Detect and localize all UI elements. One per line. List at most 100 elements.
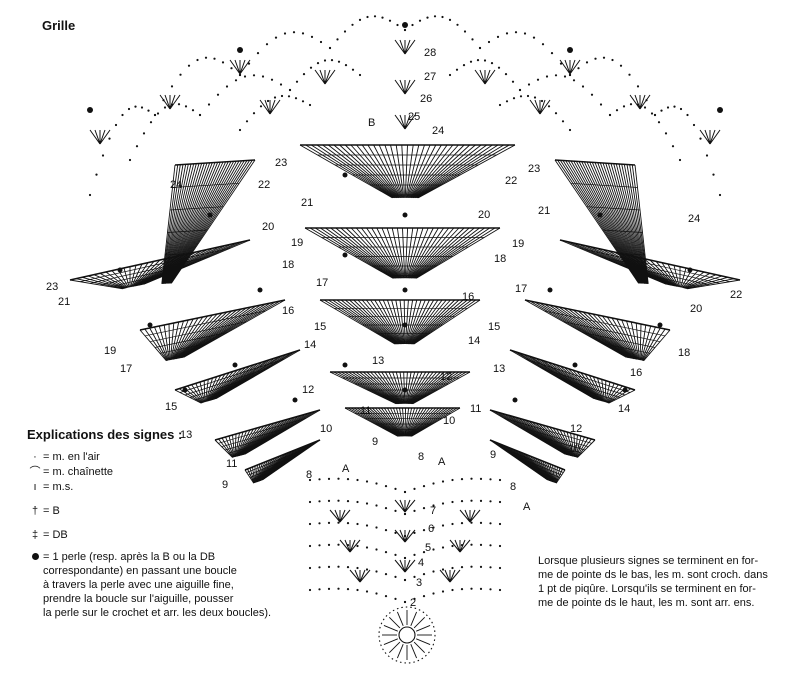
chain-stitch bbox=[259, 105, 263, 108]
treble-stitch bbox=[163, 163, 192, 284]
treble-stitch bbox=[489, 409, 566, 455]
chain-stitch bbox=[375, 526, 378, 529]
fan-stitch bbox=[329, 509, 341, 523]
treble-stitch bbox=[382, 299, 403, 345]
treble-stitch bbox=[351, 371, 399, 405]
fan-stitch bbox=[394, 39, 406, 55]
treble-stitch bbox=[205, 376, 218, 402]
center-row-number: 24 bbox=[432, 125, 444, 137]
bead bbox=[342, 252, 348, 258]
treble-stitch bbox=[371, 407, 402, 437]
treble-stitch bbox=[168, 323, 171, 361]
right-row-number: 11 bbox=[470, 403, 481, 415]
bead bbox=[87, 107, 93, 113]
fan-stitch bbox=[454, 539, 461, 553]
ring-stitch bbox=[410, 644, 418, 659]
chain-stitch bbox=[319, 40, 323, 44]
chain-stitch bbox=[413, 575, 416, 579]
chain-stitch bbox=[163, 106, 167, 109]
treble-stitch bbox=[345, 299, 399, 345]
chain-stitch bbox=[554, 74, 558, 77]
left-row-number: 19 bbox=[104, 345, 116, 357]
bead-description: = 1 perle (resp. après la B ou la DB cor… bbox=[43, 550, 271, 620]
chain-stitch bbox=[498, 566, 502, 570]
chain-stitch bbox=[243, 75, 247, 78]
chain-stitch bbox=[225, 85, 229, 88]
treble-stitch bbox=[408, 407, 437, 437]
center-row-number: 16 bbox=[462, 291, 474, 303]
ring-stitch bbox=[396, 611, 404, 626]
treble-stitch bbox=[411, 299, 460, 345]
treble-stitch bbox=[378, 144, 403, 198]
chain-stitch bbox=[470, 499, 473, 502]
treble-stitch bbox=[406, 407, 419, 437]
chain-stitch bbox=[470, 587, 473, 590]
bead bbox=[402, 387, 408, 393]
chain-stitch bbox=[336, 38, 339, 41]
treble-stitch bbox=[635, 322, 640, 361]
treble-stitch bbox=[171, 320, 184, 360]
fan-stitch bbox=[169, 94, 181, 110]
treble-stitch bbox=[405, 407, 413, 437]
fan-stitch bbox=[394, 559, 406, 573]
treble-stitch bbox=[409, 371, 445, 405]
treble-stitch bbox=[210, 365, 251, 401]
fan-stitch bbox=[334, 509, 341, 523]
treble-stitch bbox=[611, 317, 637, 360]
treble-stitch bbox=[383, 407, 403, 437]
chain-stitch bbox=[301, 100, 305, 103]
treble-stitch bbox=[232, 434, 236, 458]
treble-symbol: † bbox=[31, 505, 39, 517]
chain-stitch bbox=[274, 36, 278, 39]
treble-stitch bbox=[75, 278, 124, 290]
treble-stitch bbox=[123, 267, 130, 288]
chain-stitch bbox=[327, 587, 331, 591]
chain-stitch bbox=[519, 95, 523, 98]
fan-stitch bbox=[629, 94, 641, 110]
chain-stitch bbox=[718, 193, 722, 197]
fan-stitch bbox=[399, 39, 406, 55]
chain-stitch bbox=[337, 477, 340, 480]
row-line bbox=[532, 434, 586, 451]
stitch-artwork bbox=[69, 15, 741, 664]
chain-stitch bbox=[541, 43, 545, 46]
treble-stitch bbox=[567, 368, 601, 401]
row-line bbox=[221, 426, 292, 448]
treble-stitch bbox=[407, 371, 427, 404]
treble-stitch bbox=[576, 371, 602, 402]
treble-stitch bbox=[411, 144, 459, 199]
row-line bbox=[167, 229, 208, 233]
chain-stitch bbox=[577, 67, 580, 70]
bead bbox=[232, 362, 238, 368]
treble-stitch bbox=[402, 227, 406, 279]
chain-stitch bbox=[134, 105, 137, 108]
chain-stitch bbox=[309, 66, 313, 69]
chain-stitch bbox=[469, 60, 473, 63]
treble-stitch bbox=[399, 407, 405, 437]
a-marker: A bbox=[342, 463, 350, 475]
row-line bbox=[500, 447, 564, 473]
center-row-number: 27 bbox=[424, 71, 436, 83]
chain-stitch bbox=[451, 478, 454, 482]
center-row-number: 18 bbox=[494, 253, 506, 265]
chain-stitch bbox=[462, 64, 466, 67]
treble-stitch bbox=[172, 318, 194, 360]
treble-stitch bbox=[542, 424, 572, 457]
row-line bbox=[504, 417, 592, 444]
fan-stitch bbox=[474, 69, 486, 85]
chain-stitch bbox=[356, 566, 359, 570]
treble-stitch bbox=[130, 265, 137, 288]
fan-stitch bbox=[349, 569, 361, 583]
fan-stitch bbox=[339, 509, 351, 523]
treble-stitch bbox=[362, 371, 401, 405]
chain-stitch bbox=[327, 499, 331, 502]
row-line bbox=[522, 462, 561, 478]
treble-stitch bbox=[640, 324, 647, 361]
bead bbox=[117, 267, 123, 273]
bead bbox=[342, 362, 348, 368]
treble-stitch bbox=[544, 303, 629, 359]
treble-stitch bbox=[391, 227, 404, 279]
chain-stitch bbox=[358, 73, 362, 77]
center-row-number: 22 bbox=[505, 175, 517, 187]
ring-stitch bbox=[388, 616, 401, 629]
